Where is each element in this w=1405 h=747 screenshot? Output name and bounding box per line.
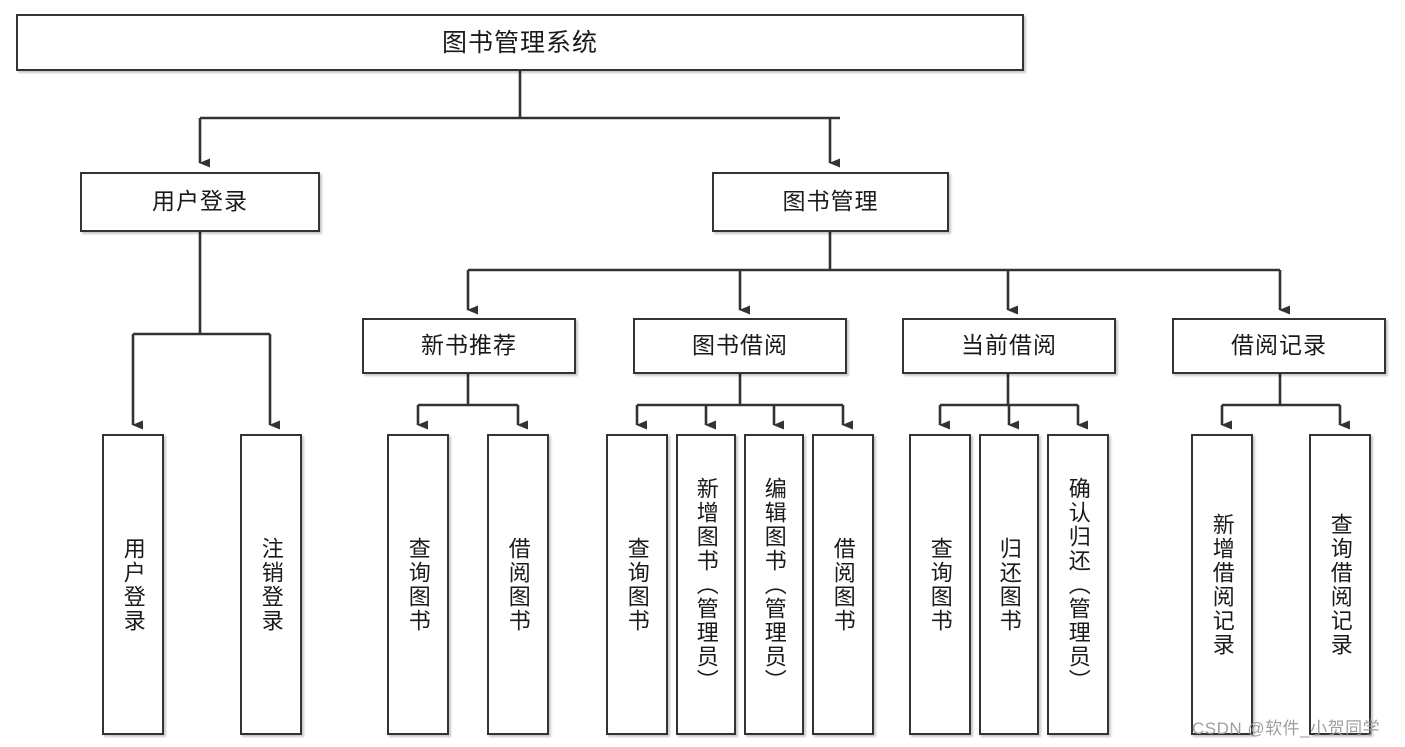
node-leaf-add-book-admin[interactable]: 新增图书（管理员）	[676, 434, 736, 735]
node-leaf-label: 归还图书	[996, 536, 1022, 633]
node-leaf-logout[interactable]: 注销登录	[240, 434, 302, 735]
node-leaf-confirm-return-admin[interactable]: 确认归还（管理员）	[1047, 434, 1109, 735]
node-leaf-return-book[interactable]: 归还图书	[979, 434, 1039, 735]
node-leaf-label: 确认归还（管理员）	[1065, 476, 1091, 693]
node-leaf-label: 查询借阅记录	[1327, 512, 1353, 657]
node-book-borrow[interactable]: 图书借阅	[633, 318, 847, 374]
node-leaf-borrow-book-recommend[interactable]: 借阅图书	[487, 434, 549, 735]
node-leaf-label: 查询图书	[624, 536, 650, 633]
node-user-login[interactable]: 用户登录	[80, 172, 320, 232]
node-leaf-label: 查询图书	[927, 536, 953, 633]
node-leaf-label: 新增图书（管理员）	[693, 476, 719, 693]
node-new-book-recommend[interactable]: 新书推荐	[362, 318, 576, 374]
node-leaf-query-book-recommend[interactable]: 查询图书	[387, 434, 449, 735]
node-root-book-management-system[interactable]: 图书管理系统	[16, 14, 1024, 71]
node-leaf-add-borrow-record[interactable]: 新增借阅记录	[1191, 434, 1253, 735]
node-borrow-record[interactable]: 借阅记录	[1172, 318, 1386, 374]
node-leaf-label: 借阅图书	[830, 536, 856, 633]
node-leaf-user-login[interactable]: 用户登录	[102, 434, 164, 735]
node-leaf-query-book-borrow[interactable]: 查询图书	[606, 434, 668, 735]
node-book-management[interactable]: 图书管理	[712, 172, 949, 232]
node-leaf-query-borrow-record[interactable]: 查询借阅记录	[1309, 434, 1371, 735]
node-leaf-query-book-current[interactable]: 查询图书	[909, 434, 971, 735]
node-leaf-label: 借阅图书	[505, 536, 531, 633]
node-current-borrow[interactable]: 当前借阅	[902, 318, 1116, 374]
node-leaf-label: 用户登录	[120, 536, 146, 633]
node-leaf-label: 新增借阅记录	[1209, 512, 1235, 657]
node-leaf-label: 编辑图书（管理员）	[761, 476, 787, 693]
node-leaf-label: 查询图书	[405, 536, 431, 633]
node-leaf-edit-book-admin[interactable]: 编辑图书（管理员）	[744, 434, 804, 735]
csdn-watermark: CSDN @软件_小贺同学	[1192, 719, 1381, 738]
node-leaf-label: 注销登录	[258, 536, 284, 633]
node-leaf-borrow-book[interactable]: 借阅图书	[812, 434, 874, 735]
